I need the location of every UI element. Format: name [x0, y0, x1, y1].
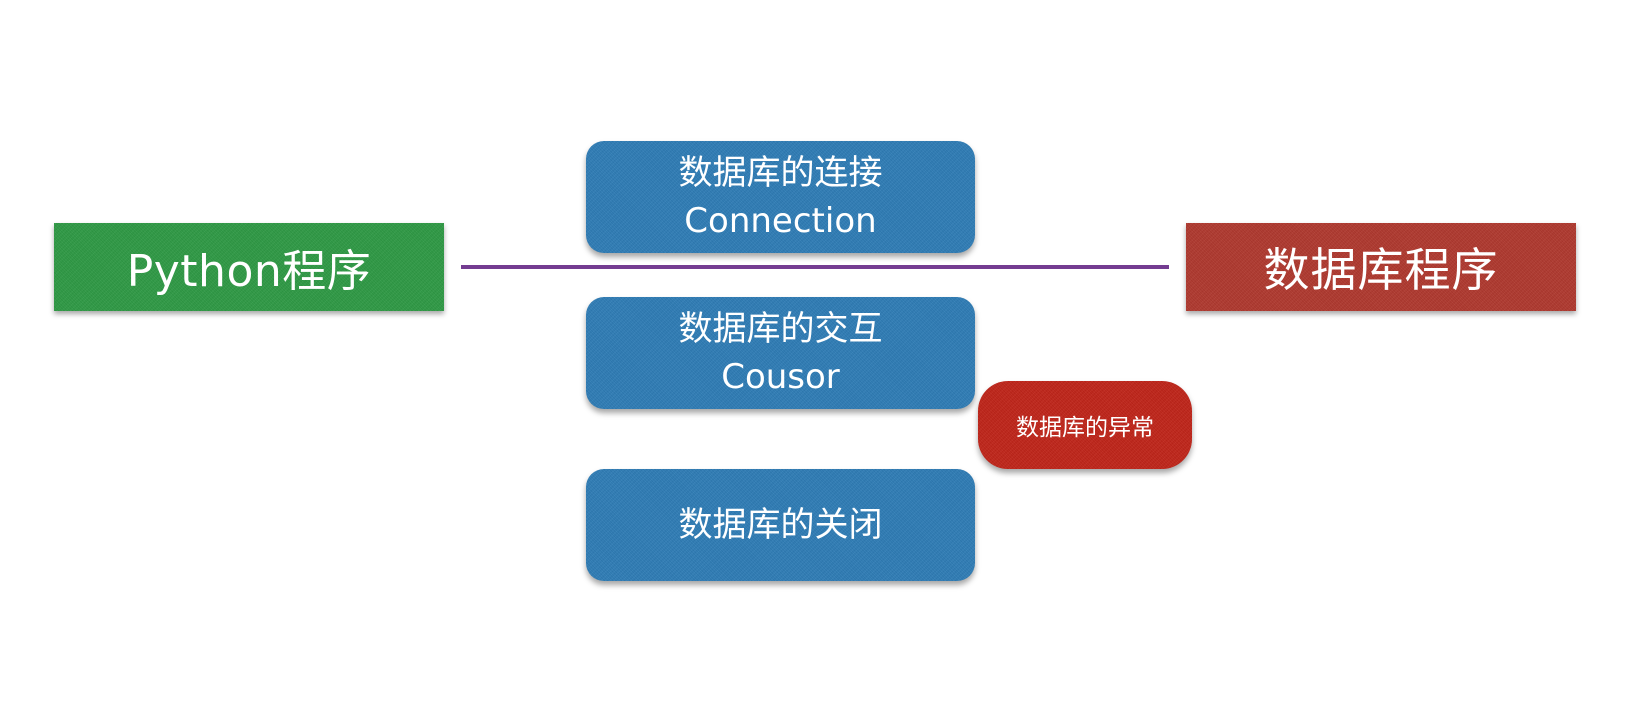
database-program-label: 数据库程序	[1263, 243, 1499, 297]
connection-title: 数据库的连接	[678, 153, 883, 193]
python-program-node: Python程序	[54, 223, 444, 311]
error-label: 数据库的异常	[1016, 415, 1154, 441]
cursor-node: 数据库的交互 Cousor	[586, 297, 975, 409]
error-node: 数据库的异常	[978, 381, 1192, 469]
close-title: 数据库的关闭	[678, 505, 883, 545]
database-program-node: 数据库程序	[1186, 223, 1576, 311]
cursor-title: 数据库的交互	[678, 309, 883, 349]
cursor-subtitle: Cousor	[721, 357, 840, 397]
connection-subtitle: Connection	[684, 201, 877, 241]
connection-node: 数据库的连接 Connection	[586, 141, 975, 253]
close-node: 数据库的关闭	[586, 469, 975, 581]
python-program-label: Python程序	[126, 246, 372, 297]
connector-line	[461, 265, 1169, 269]
